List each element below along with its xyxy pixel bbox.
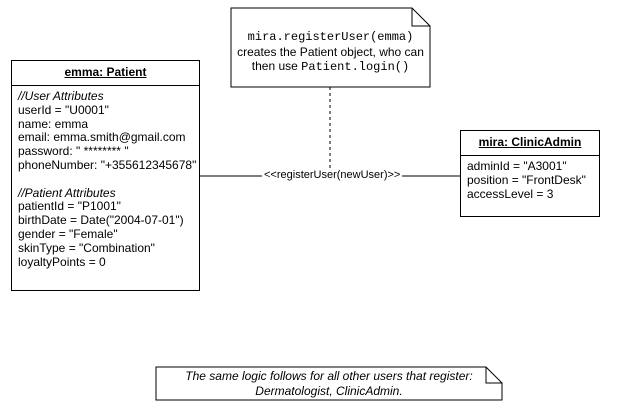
attr-access-level: accessLevel = 3 xyxy=(467,186,554,201)
bottom-note-shape xyxy=(155,366,503,401)
attr-phone-number: phoneNumber: "+355612345678" xyxy=(18,157,197,172)
top-note-code-login: Patient.login() xyxy=(301,60,410,74)
clinic-admin-object-title: mira: ClinicAdmin xyxy=(461,131,599,156)
attr-position: position = "FrontDesk" xyxy=(467,172,586,187)
bottom-note: The same logic follows for all other use… xyxy=(157,369,501,398)
attr-email: email: emma.smith@gmail.com xyxy=(18,130,186,145)
association-label: <<registerUser(newUser)>> xyxy=(262,169,403,181)
top-note-line-2: creates the Patient object, who can xyxy=(237,44,424,59)
patient-object: emma: Patient //User Attributes userId =… xyxy=(11,60,200,291)
clinic-admin-object: mira: ClinicAdmin adminId = "A3001" posi… xyxy=(460,130,600,217)
top-note-code-register: mira.registerUser(emma) xyxy=(247,30,414,44)
attr-birth-date: birthDate = Date("2004-07-01") xyxy=(18,213,184,228)
attr-skin-type: skinType = "Combination" xyxy=(18,240,155,255)
patient-object-attributes: //User Attributes userId = "U0001" name:… xyxy=(12,86,199,269)
bottom-note-line-1: The same logic follows for all other use… xyxy=(185,369,473,383)
bottom-note-fold xyxy=(485,367,502,384)
top-note: mira.registerUser(emma) creates the Pati… xyxy=(232,29,429,75)
attr-user-id: userId = "U0001" xyxy=(18,102,109,117)
attr-patient-id: patientId = "P1001" xyxy=(18,199,121,214)
attr-gender: gender = "Female" xyxy=(18,226,118,241)
top-note-shape xyxy=(230,7,431,88)
patient-attributes-comment: //Patient Attributes xyxy=(18,185,116,200)
patient-object-title: emma: Patient xyxy=(12,61,199,86)
attr-admin-id: adminId = "A3001" xyxy=(467,159,567,173)
top-note-fold xyxy=(411,8,430,27)
attr-password: password: " ******** " xyxy=(18,144,129,159)
attr-loyalty-points: loyaltyPoints = 0 xyxy=(18,254,106,269)
bottom-note-line-2: Dermatologist, ClinicAdmin. xyxy=(255,383,403,398)
clinic-admin-attributes: adminId = "A3001" position = "FrontDesk"… xyxy=(461,156,599,201)
user-attributes-comment: //User Attributes xyxy=(18,89,104,103)
attr-name: name: emma xyxy=(18,116,89,131)
top-note-line-3-prefix: then use xyxy=(251,59,302,73)
